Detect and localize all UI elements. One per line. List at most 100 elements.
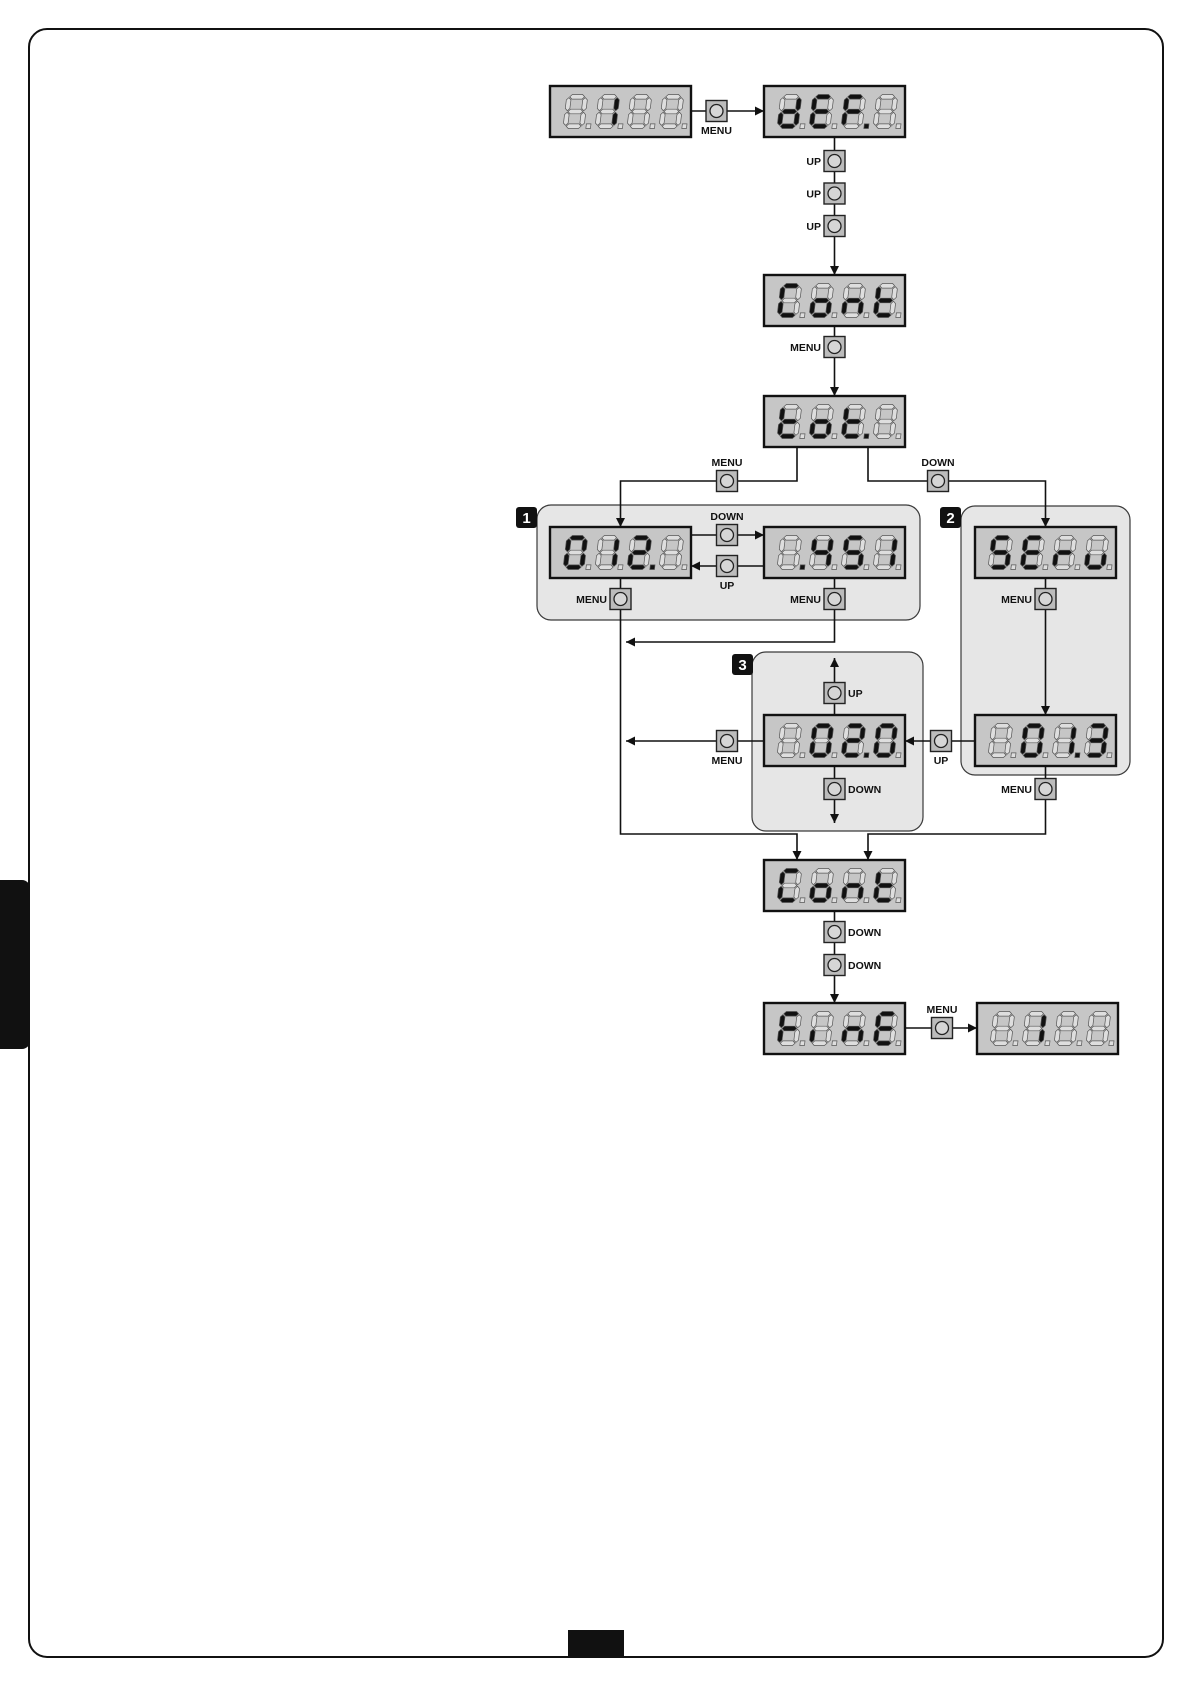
display-cont-return	[764, 860, 905, 911]
segment-d-unlit	[993, 1041, 1008, 1046]
segment-g-lit	[846, 419, 861, 424]
decimal-point-lit	[864, 434, 869, 439]
segment-g-lit	[993, 550, 1008, 555]
segment-g-unlit	[600, 109, 615, 114]
segment-a-unlit	[784, 405, 799, 410]
segment-g-lit	[1057, 550, 1072, 555]
segment-a-lit	[816, 95, 831, 100]
segment-g-lit	[846, 1026, 861, 1031]
segment-a-unlit	[1059, 724, 1074, 729]
segment-a-unlit	[880, 284, 895, 289]
decimal-point-unlit	[586, 565, 591, 570]
segment-d-unlit	[812, 565, 827, 570]
down-button-label: DOWN	[921, 457, 954, 469]
segment-g-lit	[846, 738, 861, 743]
segment-d-lit	[844, 753, 859, 758]
segment-d-unlit	[780, 753, 795, 758]
button-circle	[828, 926, 841, 939]
decimal-point-unlit	[1109, 1041, 1114, 1046]
segment-d-unlit	[780, 1041, 795, 1046]
menu-button-label: MENU	[790, 594, 821, 606]
segment-a-unlit	[816, 869, 831, 874]
segment-d-unlit	[1025, 1041, 1040, 1046]
up-button-label: UP	[848, 688, 863, 700]
decimal-point-lit	[800, 565, 805, 570]
segment-g-unlit	[995, 1026, 1010, 1031]
decimal-point-unlit	[800, 753, 805, 758]
decimal-point-unlit	[864, 313, 869, 318]
segment-a-unlit	[1059, 536, 1074, 541]
up-button-label: UP	[720, 580, 735, 592]
segment-a-lit	[880, 1012, 895, 1017]
decimal-point-unlit	[1043, 565, 1048, 570]
segment-g-lit	[846, 550, 861, 555]
decimal-point-unlit	[1077, 1041, 1082, 1046]
segment-d-lit	[1087, 565, 1102, 570]
down-button-icon	[928, 471, 949, 492]
section-tab	[0, 880, 30, 1049]
decimal-point-unlit	[1107, 565, 1112, 570]
menu-button-icon	[610, 589, 631, 610]
menu-button-icon	[824, 589, 845, 610]
segment-a-unlit	[848, 284, 863, 289]
segment-g-lit	[1025, 550, 1040, 555]
segment-a-unlit	[784, 724, 799, 729]
display-service-value	[975, 715, 1116, 766]
segment-d-unlit	[780, 565, 795, 570]
segment-g-unlit	[664, 109, 679, 114]
decimal-point-unlit	[618, 124, 623, 129]
segment-a-unlit	[848, 405, 863, 410]
button-circle	[1039, 783, 1052, 796]
display-def	[764, 86, 905, 137]
segment-a-unlit	[880, 869, 895, 874]
decimal-point-lit	[864, 753, 869, 758]
segment-g-lit	[814, 298, 829, 303]
decimal-point-unlit	[618, 565, 623, 570]
decimal-point-unlit	[896, 753, 901, 758]
segment-d-unlit	[598, 124, 613, 129]
decimal-point-unlit	[586, 124, 591, 129]
segment-d-unlit	[844, 898, 859, 903]
display-end	[977, 1003, 1118, 1054]
segment-a-unlit	[848, 1012, 863, 1017]
decimal-point-lit	[1075, 753, 1080, 758]
decimal-point-unlit	[832, 1041, 837, 1046]
segment-d-lit	[876, 753, 891, 758]
decimal-point-unlit	[682, 124, 687, 129]
display-fine	[764, 1003, 905, 1054]
menu-button-label: MENU	[790, 342, 821, 354]
segment-g-unlit	[1091, 1026, 1106, 1031]
decimal-point-unlit	[832, 565, 837, 570]
segment-d-unlit	[662, 565, 677, 570]
button-circle	[935, 735, 948, 748]
segment-a-lit	[816, 724, 831, 729]
segment-g-lit	[846, 883, 861, 888]
decimal-point-unlit	[864, 565, 869, 570]
decimal-point-unlit	[832, 124, 837, 129]
segment-a-unlit	[880, 95, 895, 100]
segment-g-unlit	[1025, 738, 1040, 743]
button-circle	[710, 105, 723, 118]
segment-a-lit	[995, 536, 1010, 541]
up-button-icon	[824, 151, 845, 172]
segment-g-lit	[814, 109, 829, 114]
segment-a-unlit	[816, 1012, 831, 1017]
segment-a-lit	[570, 536, 585, 541]
decimal-point-lit	[650, 565, 655, 570]
segment-g-unlit	[782, 298, 797, 303]
decimal-point-lit	[864, 124, 869, 129]
segment-a-unlit	[666, 95, 681, 100]
decimal-point-unlit	[1013, 1041, 1018, 1046]
menu-button-label: MENU	[1001, 784, 1032, 796]
segment-g-lit	[846, 109, 861, 114]
button-circle	[614, 593, 627, 606]
menu-button-label: MENU	[927, 1004, 958, 1016]
display-service-program	[764, 715, 905, 766]
segment-g-unlit	[782, 550, 797, 555]
decimal-point-unlit	[800, 898, 805, 903]
segment-d-lit	[566, 565, 581, 570]
segment-g-unlit	[814, 738, 829, 743]
segment-g-unlit	[664, 550, 679, 555]
segment-d-unlit	[566, 124, 581, 129]
segment-a-unlit	[666, 536, 681, 541]
